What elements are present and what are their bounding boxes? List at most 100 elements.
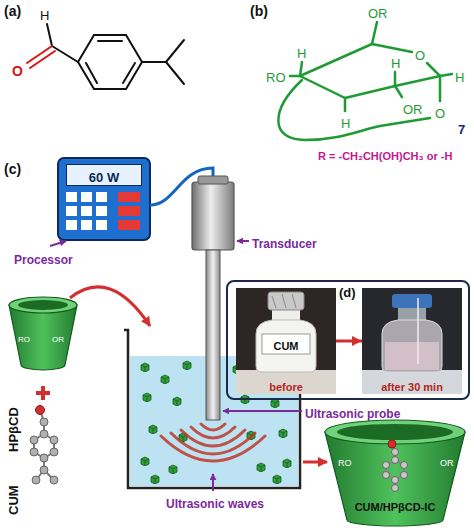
atom-label: OR: [368, 6, 388, 21]
glucose-unit: [372, 22, 377, 44]
leader-line: [223, 410, 302, 412]
inclusion-complex: [401, 462, 408, 469]
repeat-count: 7: [458, 122, 465, 137]
display-panel: 60 W: [66, 164, 142, 186]
label-slot: Processor: [14, 250, 73, 268]
cyclodextrin-particles: [279, 429, 287, 438]
photo-before-image: [236, 288, 336, 394]
label-slot: RO: [266, 68, 286, 86]
atom-label: H: [40, 8, 49, 23]
structure-a: [78, 35, 142, 89]
label-slot: OR: [368, 4, 388, 22]
node-text: (d): [339, 285, 356, 300]
leader-line: [50, 241, 66, 246]
photo-before-image: [236, 370, 336, 394]
ultrasonic-probe: [206, 250, 220, 420]
structure-a: [30, 51, 55, 68]
inclusion-complex: [392, 477, 399, 484]
cyclodextrin-cone: [9, 305, 77, 370]
atom-label: H: [341, 116, 350, 131]
label-slot: H: [40, 6, 49, 24]
label-slot: OR: [440, 452, 454, 470]
transducer-symbol: [192, 182, 234, 250]
structure-a: [98, 40, 122, 42]
glucose-unit: [395, 76, 440, 86]
text-slot: before: [236, 377, 336, 395]
cyclodextrin-particles: [257, 463, 265, 472]
label-slot: CUM: [4, 485, 22, 515]
label-slot: RO: [18, 328, 30, 346]
transfer-arrow: [70, 287, 150, 326]
component-label: CUM: [6, 485, 21, 515]
label-slot: Ultrasonic waves: [166, 494, 264, 512]
structure-a: [27, 24, 184, 89]
label-slot: RO: [338, 452, 352, 470]
ultrasonic-waves: [191, 427, 235, 438]
component-label: HPβCD: [6, 407, 21, 452]
cum-molecule: [50, 436, 58, 444]
transfer-arrow: [70, 287, 150, 326]
node-text: before: [269, 381, 303, 393]
inclusion-complex: [325, 420, 465, 526]
cyclodextrin-particles: [271, 399, 279, 408]
cyclodextrin-particles: [141, 363, 149, 372]
label-slot: H: [297, 44, 306, 62]
product-arrow: [303, 462, 327, 463]
atom-label: H: [391, 56, 400, 71]
inclusion-complex: [337, 424, 453, 440]
label-slot: H: [341, 114, 350, 132]
cum-molecule: [50, 476, 58, 484]
photo-after-image: [362, 288, 462, 394]
structure-a: [166, 40, 184, 62]
part-label: Ultrasonic waves: [166, 497, 264, 511]
glucose-unit: [372, 44, 412, 52]
cum-molecule: [36, 406, 45, 415]
label-slot: OR: [403, 100, 423, 118]
atom-label: H: [455, 70, 464, 85]
processor-device: [66, 220, 77, 230]
label-slot: CUM/HPβCD-IC: [340, 497, 450, 515]
process-arrow: [336, 340, 362, 343]
cone-label: RO: [18, 335, 30, 344]
part-label: Transducer: [252, 237, 317, 251]
cyclodextrin-cone: [18, 300, 68, 310]
ultrasonic-waves: [181, 430, 245, 446]
transducer-symbol: [198, 176, 228, 184]
label-slot: O: [435, 104, 445, 122]
structure-a: [47, 24, 52, 46]
atom-label: O: [12, 63, 23, 79]
ultrasonic-waves: [161, 424, 265, 461]
label-slot: 7: [458, 120, 465, 138]
cum-molecule: [40, 454, 48, 462]
glucose-unit: [427, 63, 440, 76]
label-slot: O: [415, 46, 425, 64]
label-slot: (a): [4, 2, 21, 20]
photo-after-image: [392, 294, 432, 308]
inclusion-complex: [392, 457, 399, 464]
label-slot: R = -CH₂CH(OH)CH₃ or -H: [318, 146, 452, 164]
glucose-unit: [345, 86, 395, 98]
cyclodextrin-particles: [161, 375, 169, 384]
cone-label: OR: [52, 335, 64, 344]
label-slot: Transducer: [252, 234, 317, 252]
cum-molecule: [32, 476, 40, 484]
inclusion-complex: [383, 440, 408, 492]
label-slot: HPβCD: [4, 407, 22, 452]
photo-after-image: [362, 370, 462, 394]
label-slot: OR: [52, 328, 64, 346]
ultrasonic-waves: [161, 436, 265, 461]
cum-molecule: [30, 448, 38, 456]
text-slot: (d): [339, 283, 356, 301]
cyclodextrin-particles: [273, 475, 281, 484]
photo-after-image: [382, 320, 442, 372]
node-text: after 30 min: [381, 381, 443, 393]
inclusion-complex: [392, 449, 399, 456]
substituent-note: R = -CH₂CH(OH)CH₃ or -H: [318, 150, 452, 162]
photo-after-image: [398, 308, 426, 320]
text-slot: 60 W: [67, 168, 141, 186]
transducer-symbol: [192, 176, 234, 250]
processor-device: [96, 206, 107, 216]
atom-label: RO: [266, 70, 286, 85]
cum-molecule: [50, 448, 58, 456]
photo-before: CUMbefore: [236, 288, 336, 394]
